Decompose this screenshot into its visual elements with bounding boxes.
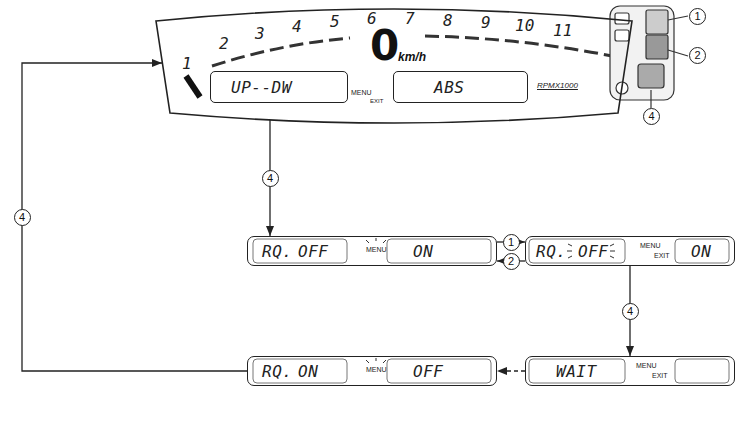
blink-ray	[568, 244, 572, 246]
rocker-lower	[646, 35, 668, 59]
indicator-text: MENU	[366, 246, 387, 253]
blink-rays	[366, 238, 615, 363]
tach-number: 9	[481, 15, 491, 31]
indicator-text: MENU	[351, 89, 372, 96]
lcd-segment	[675, 359, 729, 383]
indicator-text: MENU	[366, 366, 387, 373]
blink-ray	[366, 240, 369, 243]
callout-number: 1	[689, 8, 706, 25]
tach-number: 10	[515, 18, 534, 34]
dashboard-outline	[156, 9, 632, 123]
tach-number: 7	[405, 11, 415, 27]
switch-button	[615, 13, 629, 24]
tach-number: 8	[443, 13, 453, 29]
display-text: RQ.	[262, 364, 292, 380]
blink-ray	[383, 360, 386, 363]
tach-dashes	[212, 38, 350, 66]
tach-number: 3	[255, 26, 265, 42]
lcd-segment	[675, 239, 729, 263]
flow-arrow	[497, 370, 525, 371]
display-text: OFF	[413, 364, 443, 380]
tach-number: 1	[182, 56, 192, 72]
indicator-text: EXIT	[652, 372, 668, 379]
lcd-screen: WAIT MENU EXIT	[525, 356, 735, 386]
display-text: WAIT	[556, 364, 597, 380]
display-text: ON	[691, 244, 711, 260]
tach-dashes	[425, 36, 612, 56]
lcd-segment	[529, 359, 625, 383]
button-number: 4	[262, 170, 279, 187]
lcd-field: ABS	[393, 71, 528, 103]
blink-ray	[366, 360, 369, 363]
lcd-screen: RQ. OFF MENU EXIT ON	[525, 236, 735, 266]
rocker-upper	[646, 10, 668, 34]
callout-number: 2	[689, 47, 706, 64]
lcd-segment	[253, 239, 347, 263]
button-number: 1	[503, 234, 520, 251]
display-text: 0	[370, 25, 399, 67]
blink-ray	[376, 238, 377, 241]
blink-ray	[610, 244, 614, 246]
lcd-screen: RQ. OFF MENU ON	[247, 236, 497, 266]
tach-number: 11	[553, 23, 572, 39]
indicator-text: EXIT	[370, 98, 383, 104]
button-number: 4	[14, 209, 31, 226]
blink-ray	[568, 256, 572, 258]
display-text: OFF	[298, 244, 328, 260]
blink-ray	[376, 358, 377, 361]
display-text: ON	[413, 244, 433, 260]
display-text: UP--DW	[231, 80, 292, 96]
scale-label: RPMX1000	[537, 82, 578, 90]
blink-ray	[610, 256, 614, 258]
callout-number: 4	[643, 108, 660, 125]
display-text: ON	[298, 364, 318, 380]
button-number: 2	[503, 253, 520, 270]
display-text: RQ.	[262, 244, 292, 260]
switch-button	[615, 30, 629, 41]
lcd-screen: RQ. ON MENU OFF	[247, 356, 497, 386]
tach-number: 4	[292, 19, 302, 35]
tach-number: 5	[330, 14, 340, 30]
blink-ray	[383, 240, 386, 243]
lcd-segments	[253, 239, 729, 383]
lcd-segment	[387, 239, 491, 263]
display-text: km/h	[398, 51, 426, 63]
tach-number: 2	[219, 36, 229, 52]
button-number: 4	[622, 303, 639, 320]
display-text: OFF	[578, 244, 608, 260]
tach-number: 6	[367, 11, 377, 27]
menu-button	[638, 64, 664, 88]
tach-needle	[186, 76, 200, 97]
leader-line	[668, 50, 688, 56]
indicator-text: EXIT	[654, 252, 670, 259]
blink-ray	[567, 251, 572, 252]
lcd-segment	[529, 239, 625, 263]
indicator-text: MENU	[636, 362, 657, 369]
display-text: RQ.	[536, 244, 566, 260]
leader-line	[668, 16, 688, 20]
lcd-segment	[387, 359, 491, 383]
flow-arrow	[22, 63, 247, 371]
indicator-text: MENU	[640, 242, 661, 249]
lcd-field: UP--DW	[210, 71, 348, 103]
lcd-segment	[253, 359, 347, 383]
leader-line	[650, 90, 651, 108]
dashboard: 0km/hMENU EXIT UP--DW ABS	[148, 3, 640, 125]
display-text: ABS	[434, 80, 464, 96]
blink-ray	[610, 251, 615, 252]
